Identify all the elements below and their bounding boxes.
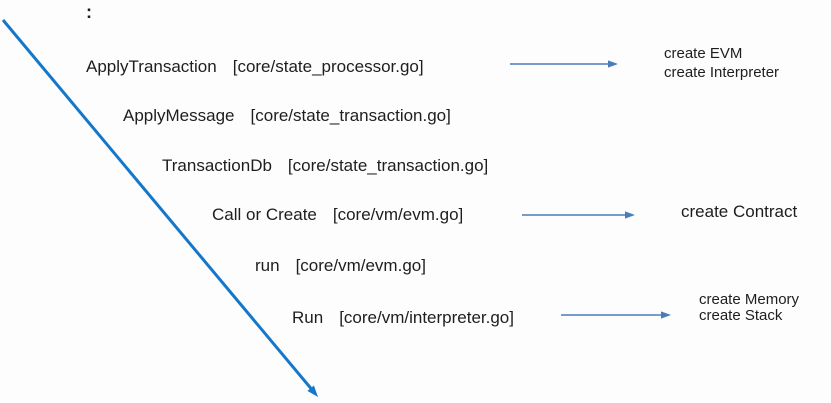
function-name: Call or Create [212, 205, 317, 224]
arrow-to-create-contract [522, 211, 635, 219]
annotation-line: create Contract [681, 202, 798, 221]
function-name: TransactionDb [162, 156, 272, 175]
annotation-create-evm: create EVM create Interpreter [664, 44, 779, 82]
source-file: [core/state_transaction.go] [250, 106, 451, 125]
function-name: run [255, 256, 280, 275]
annotation-line: create EVM [664, 45, 743, 62]
function-name: ApplyMessage [123, 106, 235, 125]
source-file: [core/vm/evm.go] [295, 256, 426, 275]
call-step-transaction-db: TransactionDb [core/state_transaction.go] [162, 156, 488, 176]
call-step-run-interpreter: Run [core/vm/interpreter.go] [292, 308, 514, 328]
annotation-line: create Stack [699, 307, 783, 324]
annotation-line: create Memory [699, 291, 800, 308]
call-step-apply-transaction: ApplyTransaction [core/state_processor.go… [86, 57, 424, 77]
function-name: Run [292, 308, 324, 327]
call-step-call-or-create: Call or Create [core/vm/evm.go] [212, 205, 463, 225]
arrow-to-create-evm [510, 60, 618, 68]
heading-colon: : [86, 2, 92, 22]
source-file: [core/state_transaction.go] [287, 156, 489, 175]
call-step-apply-message: ApplyMessage [core/state_transaction.go] [123, 106, 451, 126]
annotation-create-contract: create Contract [681, 202, 797, 222]
source-file: [core/vm/evm.go] [332, 205, 464, 224]
function-name: ApplyTransaction [86, 57, 217, 76]
arrow-to-create-memory [561, 311, 671, 319]
call-step-run-lowercase: run [core/vm/evm.go] [255, 256, 426, 276]
annotation-create-memory-stack: create Memory create Stack [699, 292, 799, 324]
source-file: [core/vm/interpreter.go] [339, 308, 514, 327]
source-file: [core/state_processor.go] [232, 57, 424, 76]
annotation-line: create Interpreter [664, 64, 780, 81]
